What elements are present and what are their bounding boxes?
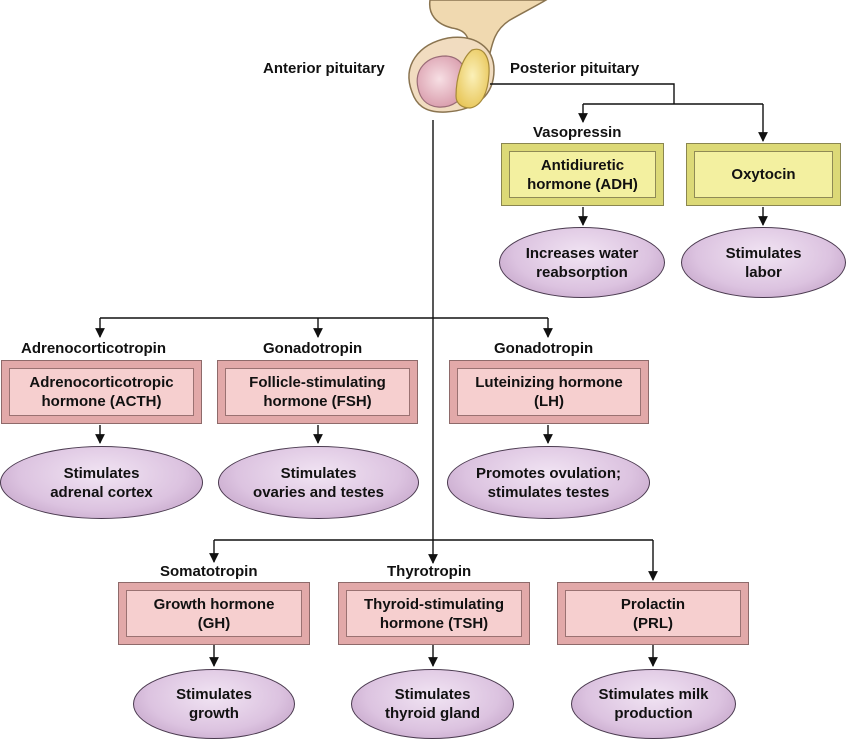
anterior-pituitary-label: Anterior pituitary: [263, 60, 385, 77]
gh-effect-oval: Stimulates growth: [133, 669, 295, 739]
oxytocin-effect-oval: Stimulates labor: [681, 227, 846, 298]
adh-hormone-box: Antidiuretic hormone (ADH): [501, 143, 664, 206]
adrenocorticotropin-label: Adrenocorticotropin: [21, 340, 166, 357]
lh-effect-oval: Promotes ovulation; stimulates testes: [447, 446, 650, 519]
gonadotropin-lh-label: Gonadotropin: [494, 340, 594, 357]
gh-hormone-box: Growth hormone (GH): [118, 582, 310, 645]
fsh-hormone-box: Follicle-stimulating hormone (FSH): [217, 360, 418, 424]
posterior-pituitary-label: Posterior pituitary: [510, 60, 640, 77]
acth-effect-text: Stimulates adrenal cortex: [50, 464, 153, 501]
fsh-effect-text: Stimulates ovaries and testes: [253, 464, 384, 501]
lh-hormone-box: Luteinizing hormone (LH): [449, 360, 649, 424]
somatotropin-label: Somatotropin: [160, 563, 258, 580]
prl-hormone-text: Prolactin (PRL): [620, 595, 686, 632]
adh-effect-oval: Increases water reabsorption: [499, 227, 665, 298]
oxytocin-hormone-box: Oxytocin: [686, 143, 841, 206]
tsh-effect-text: Stimulates thyroid gland: [385, 686, 480, 722]
acth-hormone-box: Adrenocorticotropic hormone (ACTH): [1, 360, 202, 424]
adh-effect-text: Increases water reabsorption: [525, 244, 639, 281]
vasopressin-label: Vasopressin: [533, 124, 622, 141]
fsh-hormone-text: Follicle-stimulating hormone (FSH): [249, 374, 386, 410]
prl-effect-text: Stimulates milk production: [598, 686, 709, 722]
pituitary-gland-illustration: [408, 0, 548, 113]
tsh-effect-oval: Stimulates thyroid gland: [351, 669, 514, 739]
prl-hormone-box: Prolactin (PRL): [557, 582, 749, 645]
oxytocin-effect-text: Stimulates labor: [725, 244, 802, 281]
tsh-hormone-box: Thyroid-stimulating hormone (TSH): [338, 582, 530, 645]
anterior-branch-lines: [95, 120, 658, 667]
gh-effect-text: Stimulates growth: [176, 686, 252, 722]
gonadotropin-fsh-label: Gonadotropin: [263, 340, 363, 357]
lh-hormone-text: Luteinizing hormone (LH): [475, 374, 623, 410]
posterior-lobe-shape: [455, 48, 490, 109]
acth-hormone-text: Adrenocorticotropic hormone (ACTH): [29, 374, 174, 410]
tsh-hormone-text: Thyroid-stimulating hormone (TSH): [364, 595, 504, 632]
lh-effect-text: Promotes ovulation; stimulates testes: [475, 464, 621, 501]
fsh-effect-oval: Stimulates ovaries and testes: [218, 446, 419, 519]
acth-effect-oval: Stimulates adrenal cortex: [0, 446, 203, 519]
adh-hormone-text: Antidiuretic hormone (ADH): [527, 156, 638, 193]
thyrotropin-label: Thyrotropin: [387, 563, 472, 580]
posterior-branch-lines: [490, 83, 768, 226]
prl-effect-oval: Stimulates milk production: [571, 669, 736, 739]
oxytocin-hormone-text: Oxytocin: [731, 166, 796, 183]
gh-hormone-text: Growth hormone (GH): [153, 595, 275, 632]
